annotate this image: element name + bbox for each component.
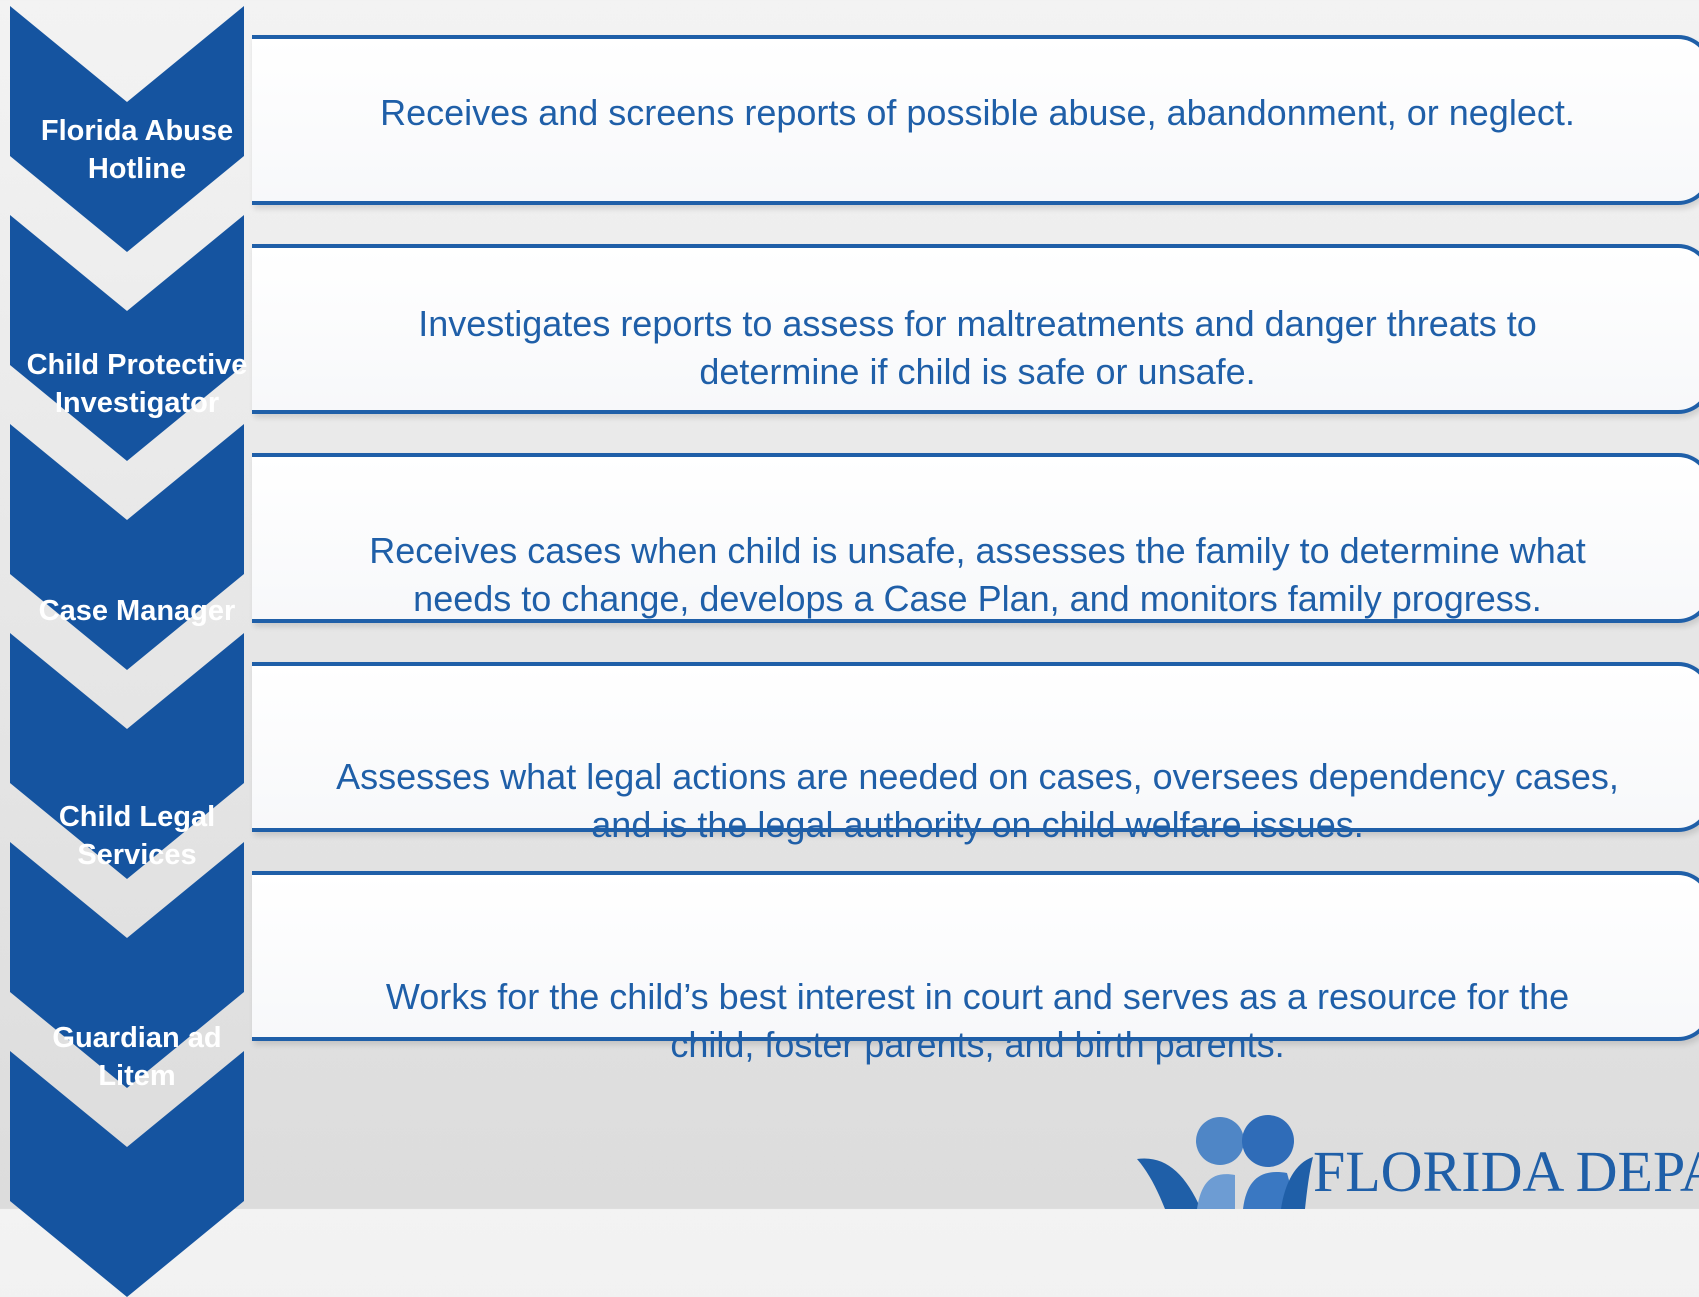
step-5-chevron [10,842,244,1088]
final-chevron [10,1051,244,1297]
step-5-role-label: Guardian ad Litem [52,1022,222,1092]
step-1-description-box [252,35,1699,205]
step-4-description-text: Assesses what legal actions are needed o… [336,756,1619,845]
people-figures-icon [1137,1115,1313,1209]
step-4-role-label: Child Legal Services [58,801,216,871]
process-diagram: Florida Abuse Hotline Receives and scree… [10,6,1699,1297]
step-5-description-box [252,871,1699,1041]
step-3-description-box [252,453,1699,623]
step-3-role-label: Case Manager [38,595,236,627]
step-3-description-text: Receives cases when child is unsafe, ass… [369,530,1586,619]
step-5-description-text: Works for the child’s best interest in c… [385,976,1570,1065]
step-1-chevron [10,6,244,252]
florida-department-logo: FLORIDA DEPAR [1135,1085,1699,1209]
step-4-description-box [252,662,1699,832]
step-2-description-box [252,244,1699,414]
step-2-chevron [10,215,244,461]
step-2-role-label: Child Protective Investigator [26,349,248,419]
step-2-description-text: Investigates reports to assess for maltr… [418,303,1537,392]
step-4-chevron [10,633,244,879]
logo-text: FLORIDA DEPAR [1313,1139,1699,1204]
step-1-role-label: Florida Abuse Hotline [40,115,234,185]
step-1-description-text: Receives and screens reports of possible… [380,92,1575,133]
step-3-chevron [10,424,244,670]
